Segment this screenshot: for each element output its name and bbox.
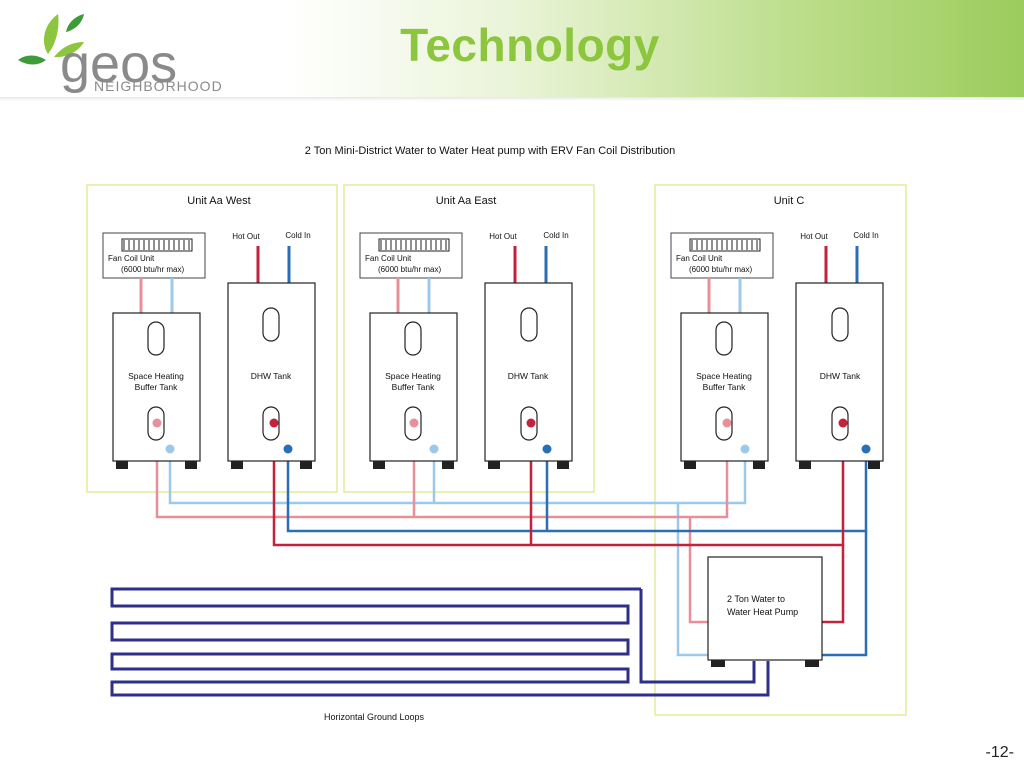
space-heating-buffer-tank: Space Heating Buffer Tank	[112, 312, 201, 469]
dhw-tank-label: DHW Tank	[820, 371, 861, 381]
page-number: -12-	[985, 744, 1014, 761]
cold-in-label: Cold In	[853, 231, 878, 240]
dhw-cold-line	[286, 449, 868, 533]
diagram-title: 2 Ton Mini-District Water to Water Heat …	[305, 145, 675, 157]
cold-in-label: Cold In	[543, 231, 568, 240]
fan-coil-unit: Fan Coil Unit (6000 btu/hr max)	[102, 232, 206, 279]
ground-loops-label: Horizontal Ground Loops	[324, 712, 425, 722]
unit-box-aa-east	[343, 184, 595, 493]
space-return-line	[155, 423, 729, 519]
brand-tagline: NEIGHBORHOOD	[94, 78, 223, 94]
slide-title: Technology	[400, 19, 660, 71]
buffer-tank-label-line1: Space Heating	[128, 371, 184, 381]
header-divider	[0, 97, 1024, 101]
space-supply-line	[168, 449, 747, 505]
distribution-piping	[155, 423, 868, 657]
brand-wordmark: geos	[60, 34, 177, 94]
space-heating-buffer-tank: Space Heating Buffer Tank	[369, 312, 458, 469]
unit-box-c	[654, 184, 907, 716]
unit-name: Unit Aa East	[436, 195, 497, 207]
dhw-tank: DHW Tank	[227, 282, 316, 469]
unit-name: Unit C	[774, 195, 805, 207]
fan-coil-label: Fan Coil Unit	[108, 254, 155, 263]
hot-out-label: Hot Out	[489, 232, 517, 241]
dhw-tank: DHW Tank	[484, 282, 573, 469]
fan-coil-rating: (6000 btu/hr max)	[121, 265, 184, 274]
dhw-tank-label: DHW Tank	[508, 371, 549, 381]
buffer-tank-label-line2: Buffer Tank	[392, 382, 435, 392]
heat-pump-label-line2: Water Heat Pump	[727, 607, 798, 617]
heat-pump: 2 Ton Water to Water Heat Pump	[707, 556, 823, 667]
unit-box-aa-west	[86, 184, 338, 493]
unit-aa-west: Unit Aa West Fan Coil Unit (6000 btu/hr …	[102, 195, 316, 469]
cold-in-label: Cold In	[285, 231, 310, 240]
header-banner	[0, 0, 1024, 97]
buffer-tank-label-line1: Space Heating	[385, 371, 441, 381]
heat-pump-label-line1: 2 Ton Water to	[727, 594, 785, 604]
fan-coil-rating: (6000 btu/hr max)	[378, 265, 441, 274]
dhw-tank-label: DHW Tank	[251, 371, 292, 381]
dhw-tank: DHW Tank	[795, 282, 884, 469]
leaf-icon	[18, 14, 84, 65]
fan-coil-label: Fan Coil Unit	[365, 254, 412, 263]
fan-coil-unit: Fan Coil Unit (6000 btu/hr max)	[670, 232, 774, 279]
hot-out-label: Hot Out	[800, 232, 828, 241]
geos-logo: geos NEIGHBORHOOD	[18, 14, 223, 94]
buffer-tank-label-line1: Space Heating	[696, 371, 752, 381]
fan-coil-rating: (6000 btu/hr max)	[689, 265, 752, 274]
unit-c: Unit C Fan Coil Unit (6000 btu/hr max) H…	[670, 195, 884, 469]
space-heating-buffer-tank: Space Heating Buffer Tank	[680, 312, 769, 469]
unit-aa-east: Unit Aa East Fan Coil Unit (6000 btu/hr …	[359, 195, 573, 469]
ground-loops	[110, 587, 770, 697]
fan-coil-label: Fan Coil Unit	[676, 254, 723, 263]
unit-name: Unit Aa West	[187, 195, 250, 207]
buffer-tank-label-line2: Buffer Tank	[135, 382, 178, 392]
dhw-hot-line	[272, 423, 845, 547]
hot-out-label: Hot Out	[232, 232, 260, 241]
buffer-tank-label-line2: Buffer Tank	[703, 382, 746, 392]
fan-coil-unit: Fan Coil Unit (6000 btu/hr max)	[359, 232, 463, 279]
